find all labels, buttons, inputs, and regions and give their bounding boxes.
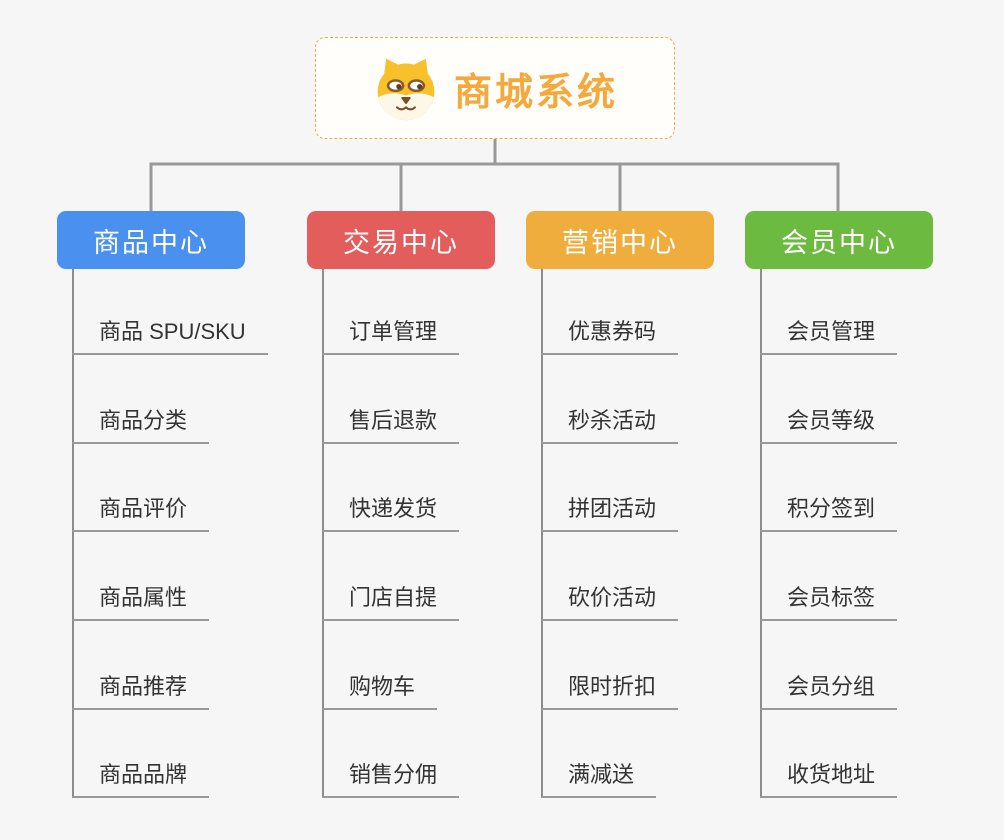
leaf-node-order-management[interactable]: 订单管理: [322, 307, 460, 355]
leaf-label: 快递发货: [349, 496, 438, 521]
leaf-node-shopping-cart[interactable]: 购物车: [322, 662, 438, 710]
leaf-label: 会员分组: [787, 674, 876, 699]
leaf-node-product-brand[interactable]: 商品品牌: [72, 750, 210, 798]
leaf-node-product-spu-sku[interactable]: 商品 SPU/SKU: [72, 307, 268, 355]
branch-label: 会员中心: [781, 227, 897, 258]
leaf-label: 优惠券码: [568, 319, 657, 344]
leaf-label: 商品 SPU/SKU: [99, 319, 246, 344]
leaf-node-store-pickup[interactable]: 门店自提: [322, 573, 460, 621]
leaf-label: 砍价活动: [568, 585, 657, 610]
leaf-node-points-checkin[interactable]: 积分签到: [760, 484, 898, 532]
leaf-label: 秒杀活动: [568, 408, 657, 433]
leaf-node-coupon-code[interactable]: 优惠券码: [541, 307, 679, 355]
leaf-label: 会员等级: [787, 408, 876, 433]
leaf-node-express-delivery[interactable]: 快递发货: [322, 484, 460, 532]
leaf-node-product-recommend[interactable]: 商品推荐: [72, 662, 210, 710]
leaf-label: 会员标签: [787, 585, 876, 610]
branch-node-trade-center[interactable]: 交易中心: [307, 211, 495, 269]
leaf-node-member-group[interactable]: 会员分组: [760, 662, 898, 710]
leaf-label: 销售分佣: [349, 762, 438, 787]
leaf-node-product-attribute[interactable]: 商品属性: [72, 573, 210, 621]
branch-node-member-center[interactable]: 会员中心: [745, 211, 933, 269]
leaf-label: 商品分类: [99, 408, 188, 433]
branch-label: 交易中心: [343, 227, 459, 258]
branch-node-marketing-center[interactable]: 营销中心: [526, 211, 714, 269]
leaf-label: 会员管理: [787, 319, 876, 344]
leaf-node-bargain-activity[interactable]: 砍价活动: [541, 573, 679, 621]
leaf-label: 商品评价: [99, 496, 188, 521]
leaf-label: 满减送: [568, 762, 635, 787]
leaf-node-product-category[interactable]: 商品分类: [72, 396, 210, 444]
leaf-label: 商品品牌: [99, 762, 188, 787]
leaf-node-member-tag[interactable]: 会员标签: [760, 573, 898, 621]
leaf-label: 限时折扣: [568, 674, 657, 699]
leaf-label: 订单管理: [349, 319, 438, 344]
leaf-label: 拼团活动: [568, 496, 657, 521]
leaf-label: 商品推荐: [99, 674, 188, 699]
leaf-node-group-buy[interactable]: 拼团活动: [541, 484, 679, 532]
leaf-node-member-management[interactable]: 会员管理: [760, 307, 898, 355]
branch-node-product-center[interactable]: 商品中心: [57, 211, 245, 269]
leaf-node-full-reduction[interactable]: 满减送: [541, 750, 657, 798]
leaf-node-member-level[interactable]: 会员等级: [760, 396, 898, 444]
branch-label: 商品中心: [93, 227, 209, 258]
leaf-node-sales-commission[interactable]: 销售分佣: [322, 750, 460, 798]
leaf-node-limited-time-discount[interactable]: 限时折扣: [541, 662, 679, 710]
leaf-label: 积分签到: [787, 496, 876, 521]
leaf-label: 售后退款: [349, 408, 438, 433]
root-node-mall-system[interactable]: 商城系统: [315, 37, 675, 139]
leaf-label: 门店自提: [349, 585, 438, 610]
dog-face-icon: [377, 58, 435, 121]
branch-label: 营销中心: [562, 227, 678, 258]
leaf-label: 购物车: [349, 674, 416, 699]
leaf-node-flash-sale[interactable]: 秒杀活动: [541, 396, 679, 444]
leaf-node-shipping-address[interactable]: 收货地址: [760, 750, 898, 798]
leaf-label: 收货地址: [787, 762, 876, 787]
leaf-label: 商品属性: [99, 585, 188, 610]
leaf-node-product-review[interactable]: 商品评价: [72, 484, 210, 532]
root-node-title: 商城系统: [453, 71, 618, 114]
leaf-node-after-sales-refund[interactable]: 售后退款: [322, 396, 460, 444]
